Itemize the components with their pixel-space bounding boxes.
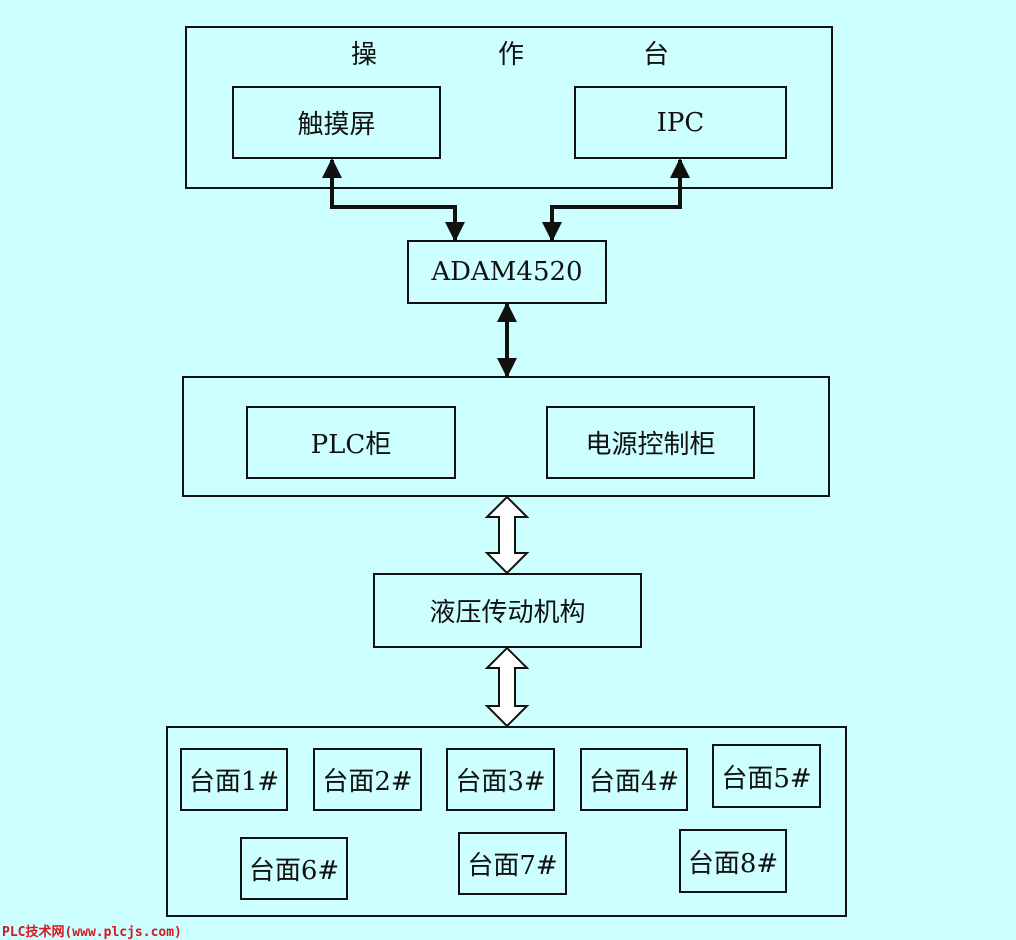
hydraulic-label: 液压传动机构 bbox=[429, 598, 586, 628]
table-label: 台面3# bbox=[455, 767, 546, 797]
table-label: 台面1# bbox=[188, 767, 280, 797]
cabinet-hydraulic-double-arrow bbox=[484, 495, 530, 575]
adam-label: ADAM4520 bbox=[431, 257, 583, 287]
table-label: 台面6# bbox=[248, 856, 340, 886]
table-item: 台面8# bbox=[679, 829, 787, 893]
touchscreen-box: 触摸屏 bbox=[232, 86, 441, 159]
table-label: 台面4# bbox=[588, 767, 680, 797]
plc-cabinet-label: PLC柜 bbox=[310, 430, 392, 460]
touchscreen-label: 触摸屏 bbox=[297, 110, 376, 140]
touchscreen-adam-arrow bbox=[322, 158, 465, 242]
table-item: 台面3# bbox=[446, 748, 555, 811]
ipc-label: IPC bbox=[656, 107, 705, 138]
plc-cabinet-box: PLC柜 bbox=[246, 406, 456, 479]
watermark-text: PLC技术网(www.plcjs.com) bbox=[2, 925, 182, 940]
cabinet-box bbox=[182, 376, 830, 497]
table-item: 台面4# bbox=[580, 748, 688, 811]
console-box bbox=[185, 26, 833, 189]
power-control-cabinet-box: 电源控制柜 bbox=[546, 406, 755, 479]
power-control-cabinet-label: 电源控制柜 bbox=[585, 430, 716, 460]
ipc-adam-arrow bbox=[542, 158, 690, 242]
table-label: 台面8# bbox=[687, 848, 779, 879]
console-title-char-1: 操 bbox=[351, 40, 378, 70]
table-item: 台面2# bbox=[313, 748, 422, 811]
table-label: 台面2# bbox=[322, 767, 413, 797]
table-item: 台面5# bbox=[712, 744, 821, 808]
table-label: 台面7# bbox=[467, 851, 558, 881]
console-title-char-3: 台 bbox=[643, 40, 670, 70]
adam-box: ADAM4520 bbox=[407, 240, 607, 304]
tables-box bbox=[166, 726, 847, 917]
table-item: 台面1# bbox=[180, 748, 288, 811]
table-item: 台面7# bbox=[458, 832, 567, 895]
hydraulic-tables-double-arrow bbox=[484, 646, 530, 728]
table-label: 台面5# bbox=[721, 763, 812, 794]
hydraulic-box: 液压传动机构 bbox=[373, 573, 642, 648]
ipc-box: IPC bbox=[574, 86, 787, 159]
console-title-char-2: 作 bbox=[498, 40, 525, 70]
table-item: 台面6# bbox=[240, 837, 348, 900]
